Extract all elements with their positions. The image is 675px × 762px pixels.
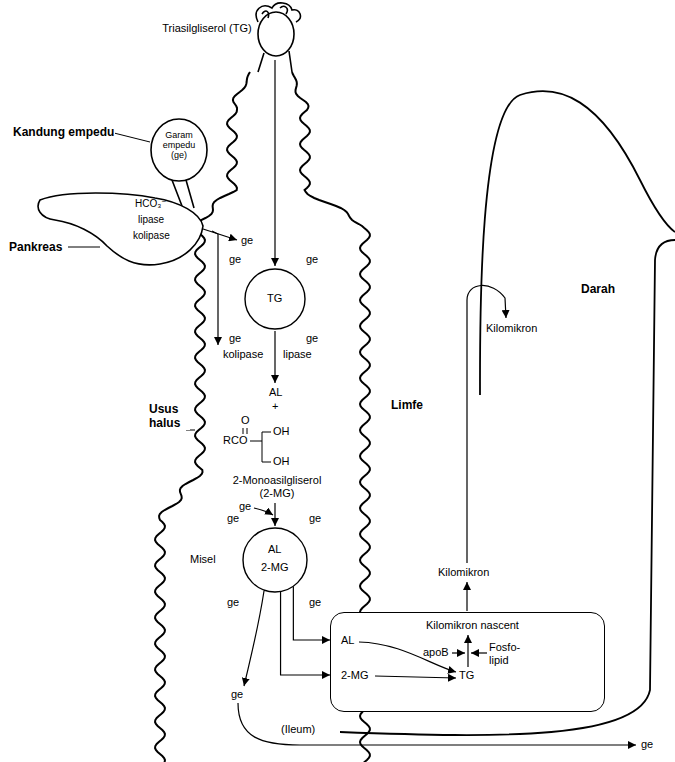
node-text: TG <box>267 292 282 305</box>
label: 2-Monoasilgliserol (2-MG) <box>224 474 330 500</box>
label: (Ileum) <box>280 723 316 736</box>
node-text: Kilomikron nascent <box>426 619 519 632</box>
arrow <box>244 591 264 686</box>
node-text: ge <box>229 332 241 345</box>
node-text: 2-MG <box>261 561 289 574</box>
label: + <box>271 400 279 413</box>
label: AL <box>268 386 283 399</box>
arrow <box>274 331 275 383</box>
label: Kandung empedu <box>12 125 115 139</box>
label: ge <box>238 500 252 513</box>
label: OH <box>272 455 291 468</box>
leader-line <box>114 133 150 142</box>
node-text: TG <box>459 669 474 682</box>
node-text: ge <box>227 596 239 609</box>
label: ge <box>640 738 654 751</box>
arrow <box>466 582 467 611</box>
node-text: Misel <box>190 553 216 566</box>
label: lipase <box>282 348 313 361</box>
arrow <box>274 503 275 526</box>
label: Darah <box>580 282 616 296</box>
node-text: AL <box>341 634 354 647</box>
enterocyte: Kilomikron nascent apoB Fosfo- lipid AL TG 2-… <box>330 612 605 712</box>
emulsion-droplet: gegeTGgege <box>229 253 321 345</box>
node-text: HCO₃⁻ <box>135 198 167 209</box>
node-text: AL <box>268 543 281 556</box>
node-text: 2-MG <box>341 669 369 682</box>
node-text: ge <box>309 596 321 609</box>
pancreas: HCO₃⁻ lipase kolipase <box>35 188 205 268</box>
label: Pankreas <box>8 240 63 254</box>
outline <box>225 510 325 610</box>
node-text: ge <box>227 512 239 525</box>
bond <box>250 432 271 462</box>
hair <box>256 3 300 22</box>
leader-line <box>68 247 100 248</box>
label: ge <box>230 688 244 701</box>
connector-arrow <box>293 586 330 640</box>
node-text: ge <box>306 332 318 345</box>
gallbladder: Garam empedu (ge) <box>150 118 208 182</box>
label: kolipase <box>222 348 264 361</box>
node-text: Garam empedu (ge) <box>159 130 199 160</box>
node-text: lipase <box>138 214 164 225</box>
label: Limfe <box>390 398 424 412</box>
label: OH <box>272 425 291 438</box>
node-text: ge <box>306 253 318 266</box>
blood-vessel <box>480 91 675 395</box>
node-text: kolipase <box>133 230 170 241</box>
label: Kilomikron <box>437 566 490 579</box>
label: Usus halus <box>148 402 190 430</box>
label: Kilomikron <box>485 322 538 335</box>
micelle: MiselgegeAL2-MGgege <box>225 510 325 610</box>
node-text: ge <box>229 253 241 266</box>
arrow <box>274 60 275 266</box>
label: Triasilgliserol (TG) <box>160 22 254 35</box>
node-text: Fosfo- lipid <box>489 641 525 667</box>
node-text: ge <box>309 512 321 525</box>
connector-arrow <box>281 592 330 675</box>
node-text: apoB <box>423 646 449 659</box>
arrow <box>212 231 218 345</box>
arrow <box>254 508 273 515</box>
label: O <box>240 414 251 427</box>
label: ge <box>240 234 254 247</box>
head <box>258 12 294 56</box>
outline <box>35 188 205 268</box>
label: RCO <box>222 434 248 447</box>
